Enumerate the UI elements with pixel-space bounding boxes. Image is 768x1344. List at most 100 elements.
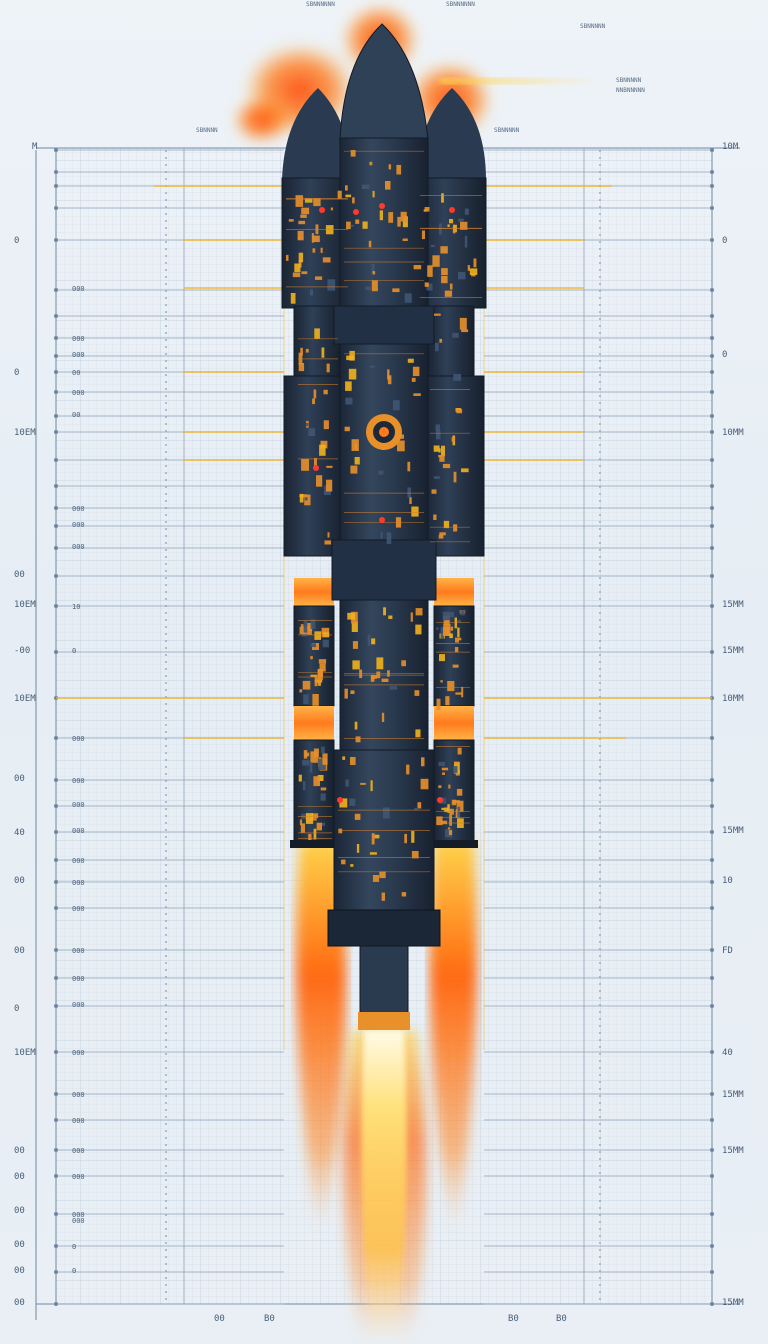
top-annotation: SBNNNNNN xyxy=(446,1,475,8)
measure-tick xyxy=(54,148,58,152)
circuit-block xyxy=(457,806,461,819)
circuit-block xyxy=(451,437,455,442)
circuit-block xyxy=(402,216,408,228)
circuit-block xyxy=(453,374,462,381)
circuit-block xyxy=(433,476,440,479)
measure-tick xyxy=(54,574,58,578)
circuit-block xyxy=(404,293,412,303)
circuit-block xyxy=(320,787,327,791)
circuit-block xyxy=(449,814,452,826)
measure-tick xyxy=(710,506,714,510)
circuit-block xyxy=(381,678,389,682)
circuit-block xyxy=(407,358,414,363)
circuit-block xyxy=(431,489,437,494)
circuit-block xyxy=(359,669,363,678)
circuit-block xyxy=(460,610,465,616)
measure-tick xyxy=(54,484,58,488)
circuit-block xyxy=(443,520,450,529)
circuit-block xyxy=(445,829,453,838)
circuit-block xyxy=(354,457,360,465)
circuit-block xyxy=(440,680,443,683)
circuit-block xyxy=(457,747,462,755)
circuit-block xyxy=(303,781,306,791)
right-edge-label: 15MM xyxy=(722,600,744,610)
circuit-block xyxy=(324,540,332,545)
circuit-block xyxy=(372,875,380,882)
circuit-block xyxy=(299,626,307,635)
circuit-block xyxy=(445,696,450,706)
circuit-block xyxy=(445,620,450,623)
left-scale-label: 0 xyxy=(72,647,77,655)
circuit-block xyxy=(452,664,459,668)
circuit-block xyxy=(370,780,373,792)
circuit-block xyxy=(299,493,304,503)
measure-tick xyxy=(54,778,58,782)
measure-tick xyxy=(54,390,58,394)
circuit-block xyxy=(458,218,464,222)
measure-tick xyxy=(710,354,714,358)
circuit-block xyxy=(412,366,420,377)
circuit-block xyxy=(439,338,443,343)
left-scale-label: 000 xyxy=(72,335,85,343)
circuit-block xyxy=(298,774,302,782)
measure-tick xyxy=(54,370,58,374)
circuit-block xyxy=(453,471,457,483)
circuit-block xyxy=(439,532,446,536)
circuit-block xyxy=(456,800,464,812)
measure-tick xyxy=(54,906,58,910)
left-scale-label: 000 xyxy=(72,285,85,293)
circuit-block xyxy=(319,444,326,456)
measure-tick xyxy=(710,484,714,488)
circuit-block xyxy=(387,369,390,380)
circuit-block xyxy=(313,776,320,787)
circuit-block xyxy=(459,317,467,330)
circuit-block xyxy=(414,807,419,811)
circuit-block xyxy=(392,288,400,293)
circuit-block xyxy=(440,627,445,639)
circuit-block xyxy=(310,656,313,660)
measure-tick xyxy=(710,546,714,550)
left-edge-label: 00 xyxy=(14,1206,25,1216)
circuit-block xyxy=(298,220,306,225)
circuit-block xyxy=(302,680,311,690)
circuit-block xyxy=(298,363,305,372)
circuit-block xyxy=(471,273,476,277)
measure-tick xyxy=(54,604,58,608)
circuit-block xyxy=(378,470,384,475)
measure-tick xyxy=(54,1050,58,1054)
measure-tick xyxy=(54,336,58,340)
circuit-block xyxy=(434,313,441,316)
circuit-block xyxy=(442,463,451,469)
measure-tick xyxy=(710,184,714,188)
right-edge-label: 15MM xyxy=(722,646,744,656)
circuit-block xyxy=(320,793,326,801)
left-edge-label: 0 xyxy=(14,1004,20,1014)
left-edge-label: 40 xyxy=(14,828,25,838)
circuit-block xyxy=(298,252,304,263)
circuit-block xyxy=(352,641,358,649)
circuit-block xyxy=(306,623,312,635)
measure-tick xyxy=(54,880,58,884)
circuit-block xyxy=(400,434,404,439)
measure-tick xyxy=(54,1118,58,1122)
measure-tick xyxy=(710,430,714,434)
measure-tick xyxy=(54,1174,58,1178)
circuit-block xyxy=(432,255,440,267)
measure-tick xyxy=(710,148,714,152)
left-scale-label: 000 xyxy=(72,505,85,513)
measure-tick xyxy=(710,778,714,782)
circuit-block xyxy=(300,624,304,629)
circuit-block xyxy=(354,813,361,820)
left-edge-label: 00 xyxy=(14,774,25,784)
circuit-block xyxy=(382,807,390,819)
left-scale-label: 00 xyxy=(72,411,81,419)
right-edge-label: 40 xyxy=(722,1048,733,1058)
circuit-block xyxy=(409,497,412,504)
measure-tick xyxy=(54,458,58,462)
measure-tick xyxy=(54,430,58,434)
circuit-block xyxy=(447,681,455,692)
circuit-block xyxy=(294,263,301,273)
measure-tick xyxy=(710,1148,714,1152)
circuit-block xyxy=(447,612,454,618)
measure-tick xyxy=(54,354,58,358)
